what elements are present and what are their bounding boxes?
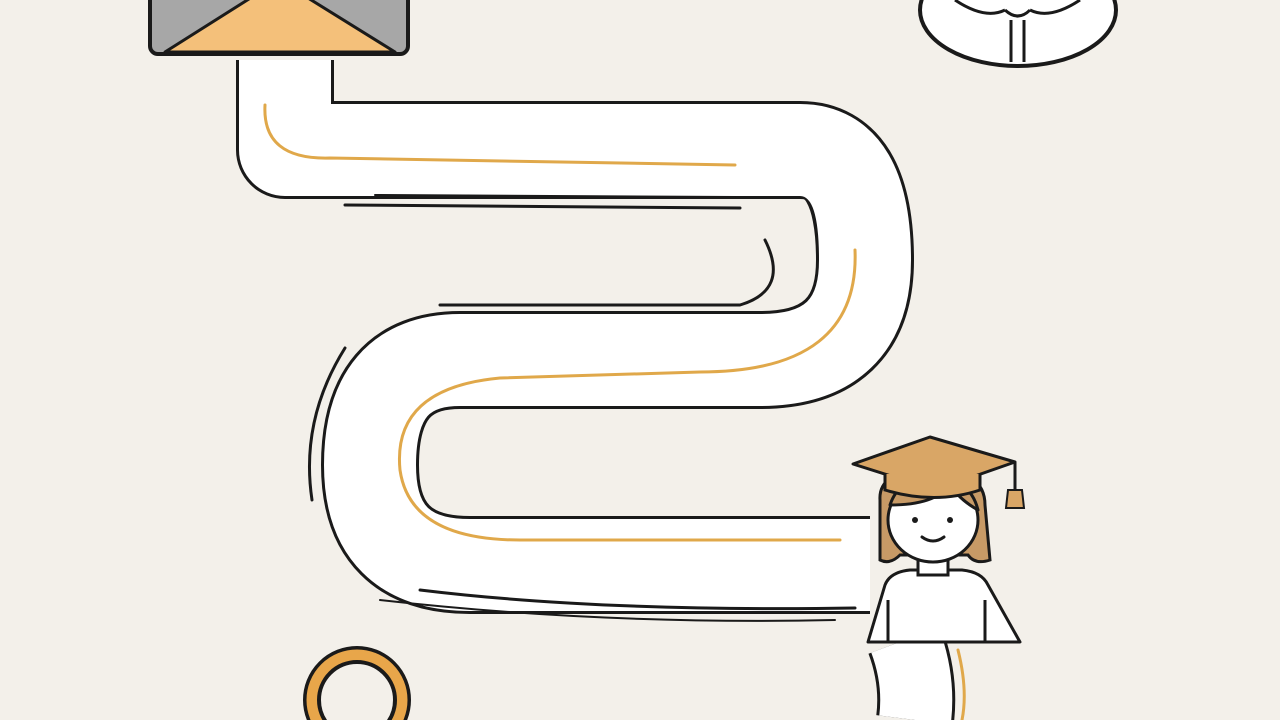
graduate-student-icon	[866, 466, 1022, 644]
globe-icon	[918, 0, 1118, 68]
winding-road	[236, 60, 966, 720]
road-accent-line	[956, 648, 966, 720]
road-accent-line	[263, 103, 737, 167]
road-accent-line	[397, 248, 857, 542]
ring-icon	[303, 646, 411, 720]
graduation-cap-icon	[851, 435, 1026, 509]
envelope-icon	[148, 0, 410, 56]
